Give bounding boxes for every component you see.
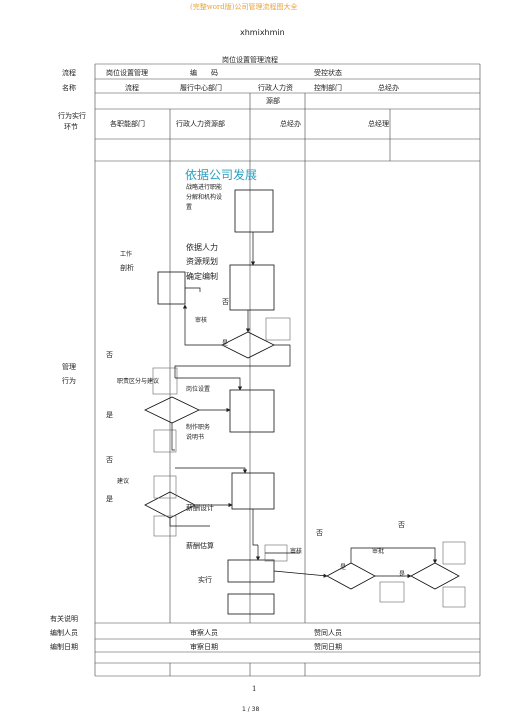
step-basis-line2: 分解和机构设 — [186, 194, 223, 201]
label-yes-3: 是 — [106, 495, 113, 503]
step-analysis: 剖析 — [120, 264, 134, 272]
step-duty-suggest: 职责区分与建议 — [117, 378, 160, 385]
step-duty-doc-1: 制作职务 — [186, 424, 211, 431]
label-no-2: 否 — [106, 351, 113, 359]
step-establish: 确定编制 — [186, 272, 218, 281]
footer-reviewer: 审察人员 — [190, 629, 218, 637]
label-no-5: 否 — [398, 521, 405, 529]
header-gm: 总经办 — [378, 84, 399, 92]
footer-review-date: 审察日期 — [190, 643, 218, 651]
page-counter: 1 / 38 — [242, 706, 260, 713]
lane-functional-depts: 各职能部门 — [110, 120, 145, 128]
header-control-dept: 控制部门 — [314, 84, 342, 92]
lane-mgmt-2: 行为 — [62, 377, 76, 385]
header-code: 编 码 — [190, 69, 218, 77]
footer-notes: 有关说明 — [50, 615, 78, 623]
step-basis-title: 依据公司发展 — [185, 168, 258, 182]
step-work: 工作 — [120, 251, 133, 258]
header-status: 受控状态 — [314, 69, 342, 77]
lane-hr-dept: 行政人力资源部 — [176, 120, 225, 128]
step-review: 审核 — [195, 317, 208, 324]
label-yes-4: 是 — [340, 564, 347, 571]
footer-approver: 赞同人员 — [314, 629, 342, 637]
header-process-label: 流程 — [62, 69, 76, 77]
lane-label-1: 行为实行 — [58, 112, 86, 120]
header-flow: 流程 — [125, 84, 139, 92]
step-basis-line1: 战略进行职能 — [186, 184, 223, 191]
footer-prepared-date: 编制日期 — [50, 643, 78, 651]
header-hr-dept: 行政人力资 — [258, 84, 293, 92]
label-yes-1: 是 — [222, 340, 229, 347]
lane-gm-office: 总经办 — [280, 120, 301, 128]
lane-general-manager: 总经理 — [368, 120, 389, 128]
step-hr-plan-2: 资源规划 — [186, 257, 218, 266]
step-duty-doc-2: 说明书 — [186, 434, 205, 441]
footer-approve-date: 赞同日期 — [314, 643, 342, 651]
lane-mgmt-1: 管理 — [62, 363, 76, 371]
step-review-2: 审核 — [290, 548, 303, 555]
page-number: 1 — [252, 685, 257, 693]
label-yes-2: 是 — [106, 411, 113, 419]
footer-prepared-by: 编制人员 — [50, 629, 78, 637]
label-no-4: 否 — [316, 529, 323, 537]
lane-label-2: 环节 — [64, 123, 78, 131]
step-approve: 审批 — [372, 548, 385, 555]
header-source-dept: 源部 — [266, 97, 280, 105]
section-title: 岗位设置管理流程 — [222, 56, 278, 64]
header-post-mgmt: 岗位设置管理 — [106, 69, 148, 77]
header-performer: 履行中心部门 — [180, 84, 222, 92]
step-salary-design: 薪酬设计 — [186, 504, 214, 512]
step-basis-line3: 置 — [186, 204, 193, 211]
step-hr-plan-1: 依据人力 — [186, 243, 218, 252]
step-post-setup: 岗位设置 — [186, 386, 211, 393]
step-suggest: 建议 — [117, 478, 130, 485]
step-execute: 实行 — [198, 576, 212, 584]
label-no-3: 否 — [106, 456, 113, 464]
label-no-1: 否 — [222, 298, 229, 306]
page-header: (完整word版)公司管理流程图大全 — [190, 3, 298, 11]
label-yes-5: 是 — [399, 571, 406, 578]
step-salary-estimate: 薪酬估算 — [186, 542, 214, 550]
doc-id: xhmixhmin — [240, 28, 285, 37]
header-name-label: 名称 — [62, 84, 76, 92]
